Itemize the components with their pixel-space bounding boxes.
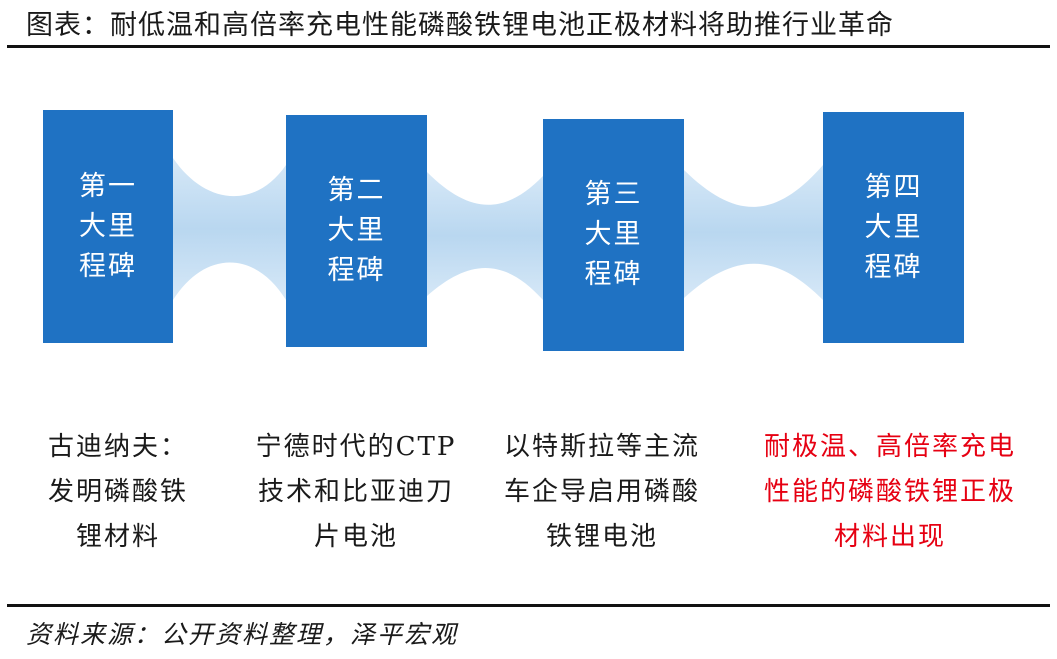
milestone-3-box: 第三大里程碑 xyxy=(543,119,684,351)
source-note: 资料来源：公开资料整理，泽平宏观 xyxy=(26,620,459,649)
milestone-1-box: 第一大里程碑 xyxy=(43,110,173,343)
milestone-4-box: 第四大里程碑 xyxy=(823,112,964,343)
connector-2-3 xyxy=(427,172,543,300)
milestone-3-label: 第三大里程碑 xyxy=(584,179,643,290)
milestone-1-label: 第一大里程碑 xyxy=(79,170,137,282)
milestone-1-description: 古迪纳夫：发明磷酸铁锂材料 xyxy=(47,432,188,552)
connector-3-4 xyxy=(684,165,823,300)
milestone-2-label: 第二大里程碑 xyxy=(327,175,386,286)
bottom-rule xyxy=(7,604,1050,607)
milestone-3-description: 以特斯拉等主流车企导启用磷酸铁锂电池 xyxy=(503,432,700,552)
connector-1-2 xyxy=(173,158,286,300)
top-rule xyxy=(7,45,1050,48)
milestone-4-label: 第四大里程碑 xyxy=(864,171,923,283)
milestone-2-box: 第二大里程碑 xyxy=(286,115,427,347)
figure-title: 图表：耐低温和高倍率充电性能磷酸铁锂电池正极材料将助推行业革命 xyxy=(26,10,894,41)
milestone-2-description: 宁德时代的CTP技术和比亚迪刀片电池 xyxy=(255,432,457,552)
milestone-4-description: 耐极温、高倍率充电性能的磷酸铁锂正极材料出现 xyxy=(763,432,1016,552)
